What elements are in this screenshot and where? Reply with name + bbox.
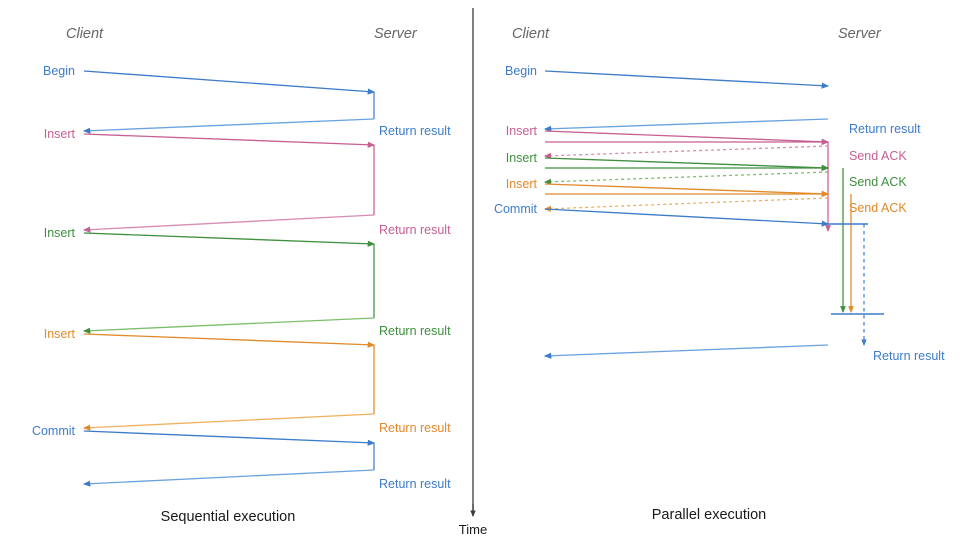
message-label: Begin [505, 64, 537, 78]
message-arrow [544, 157, 830, 171]
message-arrow [82, 413, 375, 431]
message-label: Insert [506, 151, 538, 165]
message-arrow [544, 130, 830, 145]
message-arrow [83, 430, 376, 446]
actor-label-server: Server [838, 26, 882, 42]
message-arrow [82, 469, 375, 487]
message-label: Send ACK [849, 201, 907, 215]
message-arrow [543, 344, 829, 359]
actor-label-client: Client [66, 26, 104, 42]
ack-return-arrow [543, 145, 829, 159]
time-axis-label: Time [459, 522, 487, 537]
message-arrow [83, 133, 376, 148]
message-label: Return result [379, 324, 451, 338]
panel-caption: Parallel execution [652, 507, 766, 523]
divider-layer: Time [459, 8, 487, 537]
message-arrow [543, 118, 829, 132]
message-label: Send ACK [849, 149, 907, 163]
message-arrow [82, 118, 375, 134]
message-label: Send ACK [849, 175, 907, 189]
message-label: Return result [849, 122, 921, 136]
message-arrow [544, 183, 830, 197]
message-label: Commit [494, 202, 538, 216]
message-label: Insert [44, 226, 76, 240]
message-arrow [544, 70, 830, 89]
message-label: Return result [873, 349, 945, 363]
message-label: Return result [379, 477, 451, 491]
message-label: Commit [32, 424, 76, 438]
message-label: Insert [44, 327, 76, 341]
message-label: Insert [506, 177, 538, 191]
ack-return-arrow [543, 171, 829, 185]
message-label: Return result [379, 421, 451, 435]
message-arrow [82, 317, 375, 334]
message-arrow [83, 333, 376, 348]
message-arrow [83, 70, 376, 95]
message-label: Insert [44, 127, 76, 141]
actor-label-client: Client [512, 26, 550, 42]
message-label: Return result [379, 124, 451, 138]
actor-label-server: Server [374, 26, 418, 42]
message-label: Begin [43, 64, 75, 78]
message-label: Insert [506, 124, 538, 138]
message-arrow [544, 208, 830, 227]
ack-return-arrow [543, 197, 829, 212]
message-arrow [82, 214, 375, 233]
message-label: Return result [379, 223, 451, 237]
panel-caption: Sequential execution [161, 509, 296, 525]
message-arrow [83, 232, 376, 247]
